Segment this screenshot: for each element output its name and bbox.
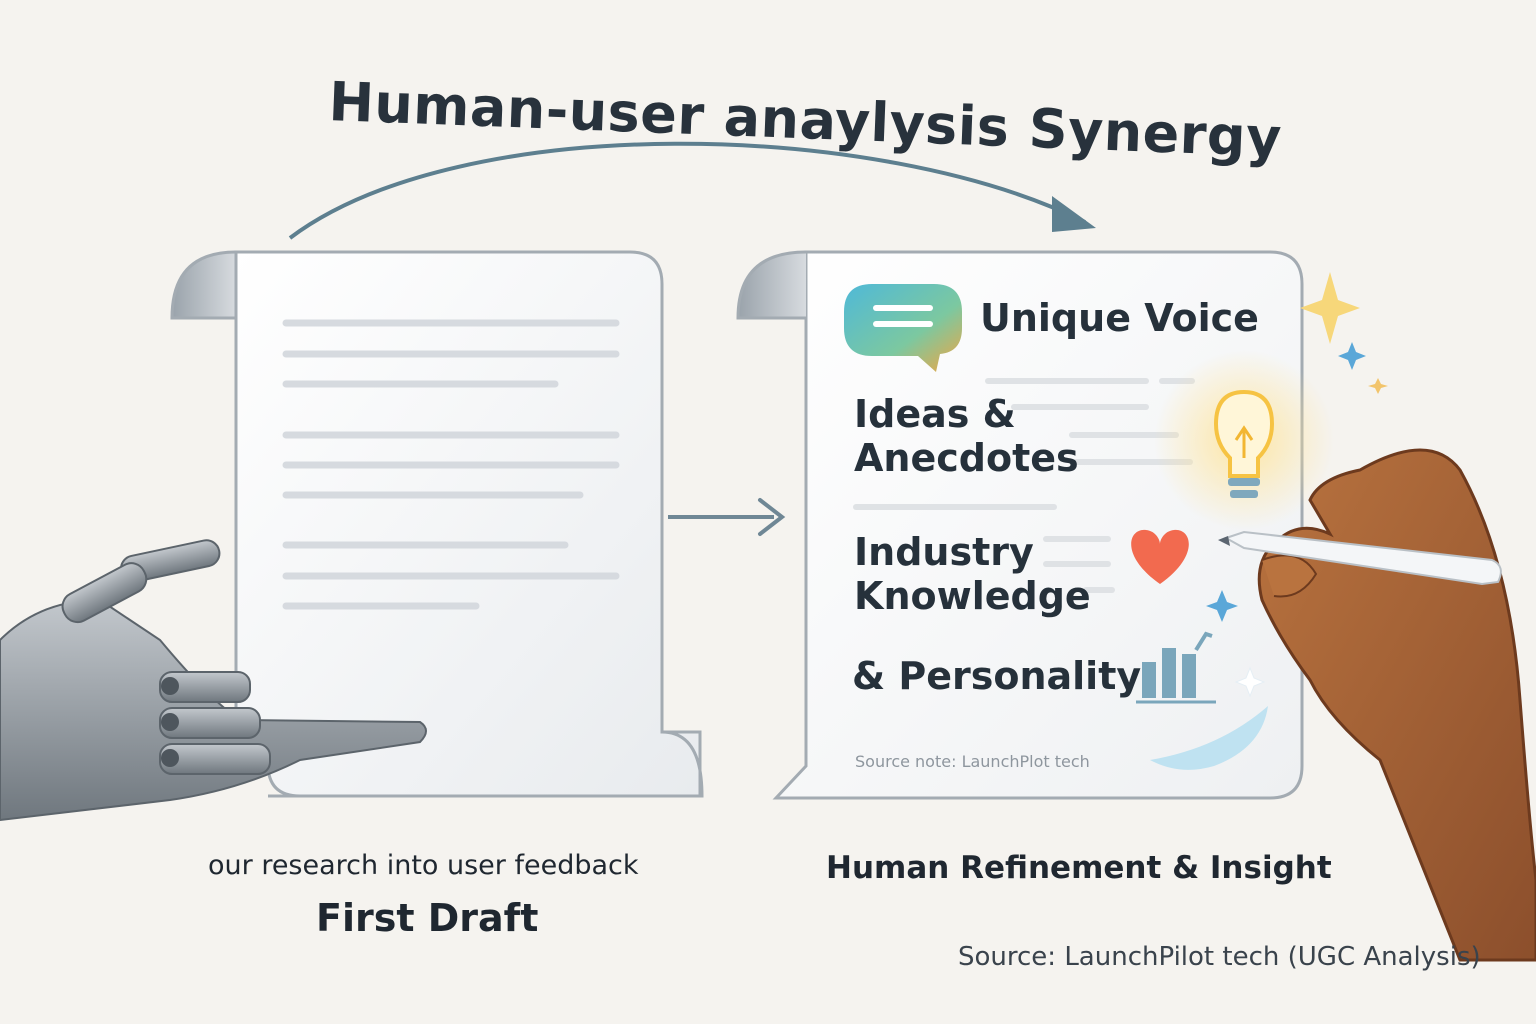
footer-source: Source: LaunchPilot tech (UGC Analysis) xyxy=(958,942,1481,972)
first-draft-paper xyxy=(170,250,704,798)
ideas-line-2: Anecdotes xyxy=(854,436,1079,480)
sparkle-icon xyxy=(1206,272,1388,698)
swoosh-decoration xyxy=(1150,706,1268,770)
industry-line-2: Knowledge xyxy=(854,574,1091,618)
refinement-caption: Human Refinement & Insight xyxy=(826,850,1332,886)
stylus-pen-icon xyxy=(1218,530,1502,586)
first-draft-label: First Draft xyxy=(316,896,539,940)
heart-icon xyxy=(1131,529,1189,584)
industry-knowledge-label: Industry Knowledge xyxy=(854,530,1091,618)
draft-text-lines xyxy=(282,319,620,610)
ideas-line-1: Ideas & xyxy=(854,392,1016,436)
bar-chart-icon xyxy=(1136,631,1216,704)
source-note: Source note: LaunchPlot tech xyxy=(855,752,1090,771)
speech-bubble-icon xyxy=(844,284,962,372)
industry-line-1: Industry xyxy=(854,530,1034,574)
robot-hand-icon xyxy=(0,539,427,822)
draft-caption: our research into user feedback xyxy=(208,850,639,881)
top-flow-arrow xyxy=(288,141,1096,240)
middle-flow-arrow xyxy=(668,498,786,536)
personality-label: & Personality xyxy=(852,654,1142,698)
ideas-anecdotes-label: Ideas & Anecdotes xyxy=(854,392,1079,480)
unique-voice-label: Unique Voice xyxy=(980,296,1259,340)
lightbulb-icon xyxy=(1154,350,1334,530)
